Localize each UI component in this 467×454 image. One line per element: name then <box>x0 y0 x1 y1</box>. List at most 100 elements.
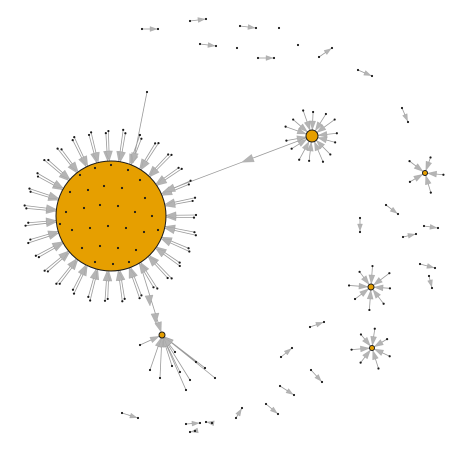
leaf-node <box>58 282 61 285</box>
arrowhead <box>149 336 160 343</box>
leaf-node <box>98 244 102 248</box>
arrowhead <box>156 176 168 186</box>
leaf-node <box>284 125 287 128</box>
leaf-node <box>308 325 312 329</box>
leaf-node <box>143 196 147 200</box>
leaf-node <box>82 206 86 210</box>
arrowhead <box>270 406 278 414</box>
leaf-node <box>418 262 422 266</box>
leaf-node <box>93 260 97 264</box>
leaf-node <box>58 222 62 226</box>
leaf-node <box>302 109 305 112</box>
leaf-node <box>347 284 351 287</box>
arrowhead <box>360 345 370 353</box>
leaf-node <box>350 348 353 351</box>
leaf-node <box>188 19 192 23</box>
leaf-node <box>73 136 76 139</box>
arrowhead <box>413 163 424 172</box>
arrowhead <box>149 167 160 178</box>
leaf-node <box>333 118 336 121</box>
hub-upper-right <box>305 129 319 143</box>
leaf-node <box>406 120 410 124</box>
hub-right-1 <box>422 170 428 176</box>
arrowhead <box>309 120 316 131</box>
leaf-node <box>87 295 90 298</box>
leaf-node <box>70 228 74 232</box>
arrowhead <box>366 289 374 300</box>
leaf-node <box>324 112 328 116</box>
leaf-node <box>204 17 208 21</box>
leaf-node <box>36 172 39 175</box>
arrowhead <box>144 294 154 307</box>
leaf-node <box>145 90 149 94</box>
leaf-node <box>121 300 124 303</box>
leaf-node <box>138 297 141 300</box>
leaf-node <box>120 411 124 415</box>
leaf-node <box>124 226 128 230</box>
leaf-node <box>43 269 46 272</box>
arrowhead <box>373 348 384 356</box>
arrowhead <box>102 270 111 282</box>
leaf-node <box>178 261 181 264</box>
leaf-node <box>98 203 102 207</box>
arrowhead <box>315 322 324 328</box>
arrowhead <box>363 70 372 76</box>
leaf-node <box>173 350 177 354</box>
hub-right-2 <box>367 283 375 291</box>
leaf-node <box>194 213 198 217</box>
leaf-node <box>382 302 385 305</box>
leaf-node <box>23 204 26 207</box>
leaf-node <box>384 203 388 207</box>
arrowhead <box>283 348 292 356</box>
arrowhead <box>150 312 160 325</box>
leaf-node <box>317 55 321 59</box>
arrowhead <box>429 224 438 230</box>
leaf-node <box>189 179 192 182</box>
leaf-node <box>422 224 426 228</box>
arrowhead <box>317 136 328 144</box>
arrowhead <box>316 124 327 133</box>
leaf-node <box>192 216 196 219</box>
leaf-node <box>191 199 194 203</box>
leaf-node <box>321 160 325 163</box>
leaf-node <box>154 142 157 145</box>
arrowhead <box>373 339 384 347</box>
leaf-node <box>27 221 30 224</box>
arrowhead <box>163 337 172 347</box>
leaf-node <box>106 297 109 301</box>
leaf-node <box>78 173 82 177</box>
arrowhead <box>115 270 124 282</box>
arrowhead <box>138 262 148 274</box>
hub-main <box>55 160 167 272</box>
arrowhead <box>241 154 255 163</box>
leaf-node <box>290 346 294 350</box>
leaf-node <box>71 288 75 291</box>
arrowhead <box>191 420 200 427</box>
arrowhead <box>89 268 97 280</box>
leaf-node <box>29 238 32 241</box>
arrowhead <box>285 388 294 395</box>
leaf-node <box>133 210 137 214</box>
arrowhead <box>370 336 377 346</box>
leaf-node <box>37 256 40 259</box>
arrowhead <box>317 131 328 138</box>
leaf-node <box>120 186 124 190</box>
leaf-node <box>178 370 182 374</box>
leaf-node <box>353 297 357 301</box>
hub-lower-left <box>158 331 166 339</box>
arrowhead <box>67 258 77 270</box>
hub-nodes-layer <box>55 129 428 351</box>
leaf-node <box>429 156 432 159</box>
leaf-node <box>214 44 218 48</box>
arrowhead <box>314 121 323 132</box>
leaf-node <box>358 216 362 220</box>
leaf-node <box>93 166 97 170</box>
leaf-node <box>358 270 361 273</box>
arrowhead <box>105 150 113 162</box>
leaf-node <box>430 286 434 290</box>
leaf-node <box>292 118 295 121</box>
leaf-nodes-layer <box>23 17 445 434</box>
leaf-node <box>193 429 197 433</box>
arrowhead <box>426 263 435 269</box>
arrowhead <box>197 17 206 23</box>
